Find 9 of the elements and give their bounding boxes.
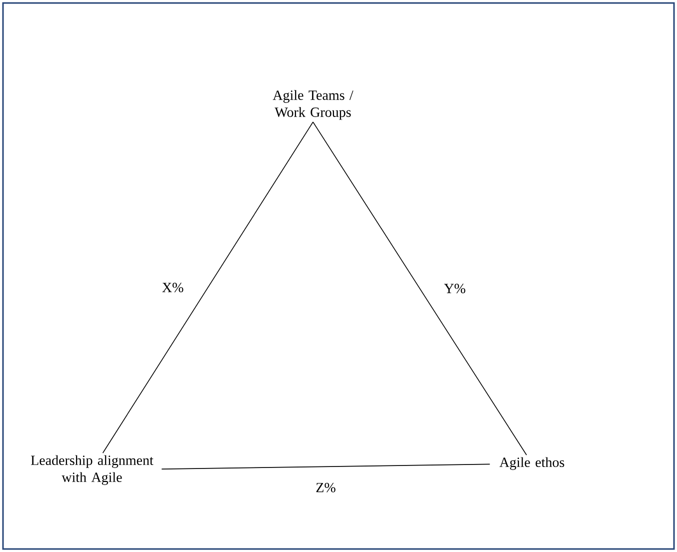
triangle-side xyxy=(312,122,527,456)
vertex-label: Agile Teams / Work Groups xyxy=(272,90,354,120)
triangle-side xyxy=(161,464,490,470)
edge-label: Y% xyxy=(442,282,468,296)
triangle-side xyxy=(102,122,314,454)
edge-label: Z% xyxy=(314,480,338,494)
edge-label: X% xyxy=(160,280,186,294)
vertex-label: Leadership alignment with Agile xyxy=(30,455,154,485)
vertex-label: Agile ethos xyxy=(499,457,564,470)
